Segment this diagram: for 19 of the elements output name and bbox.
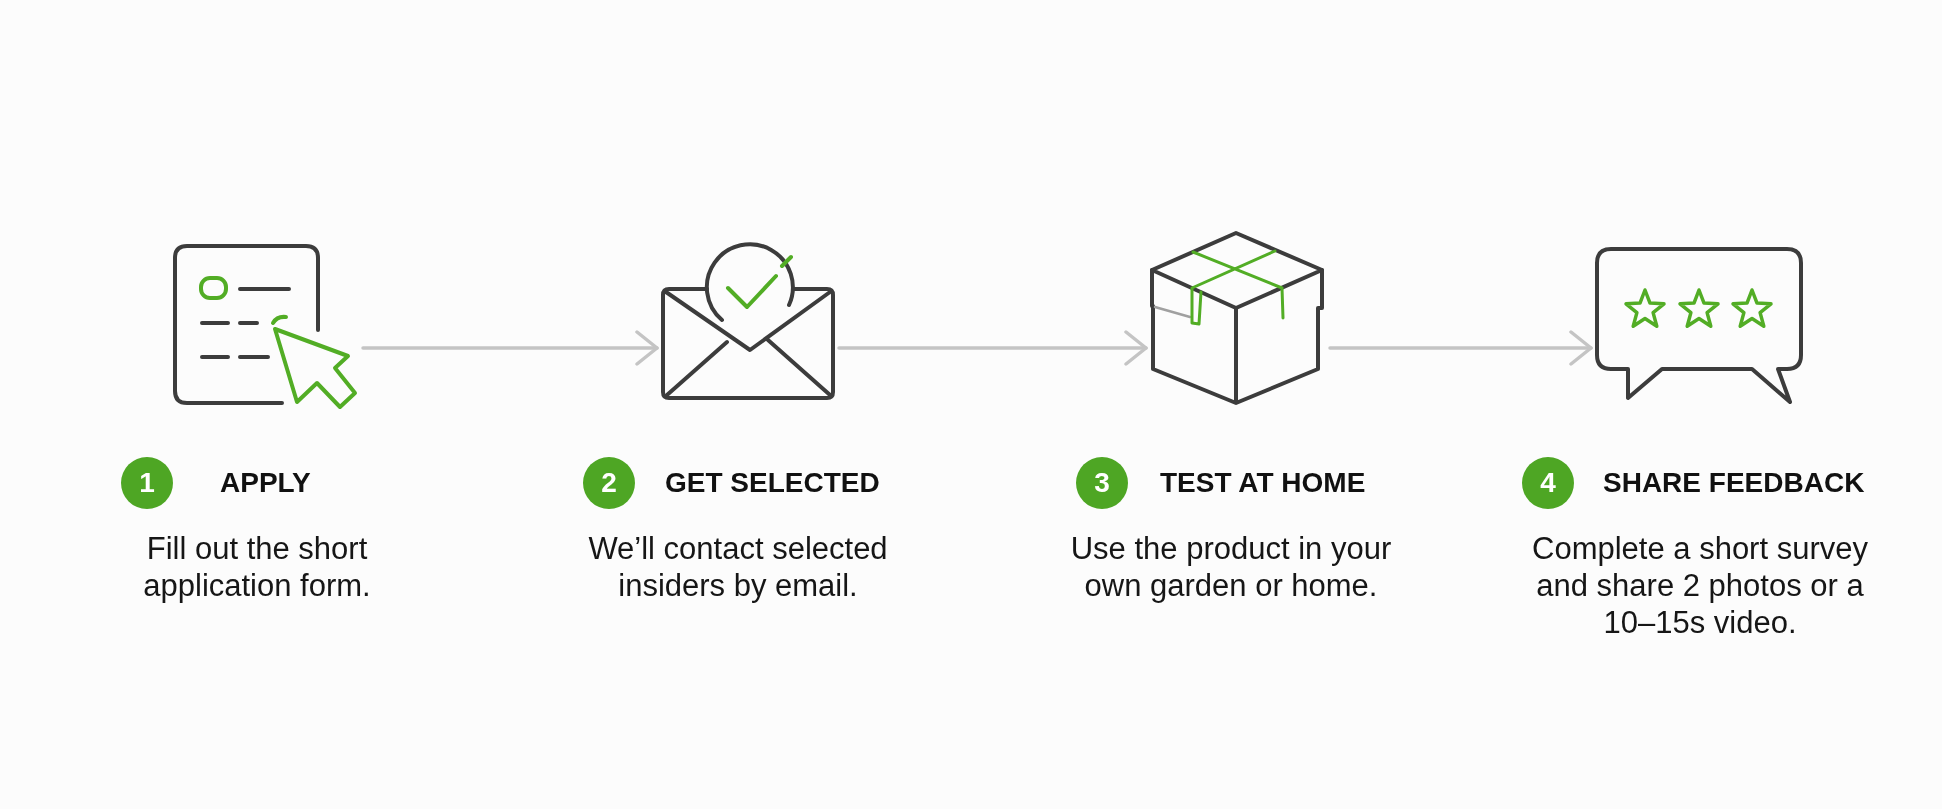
step-number-badge: 4 bbox=[1522, 457, 1574, 509]
step-description: Complete a short survey and share 2 photos or a 10–15s video. bbox=[1531, 530, 1869, 641]
step-title: SHARE FEEDBACK bbox=[1603, 466, 1865, 500]
step-description: We’ll contact selected insiders by email. bbox=[587, 530, 889, 604]
arrow bbox=[361, 330, 659, 366]
taped-box-icon bbox=[1149, 230, 1327, 407]
speech-bubble-stars-icon bbox=[1594, 246, 1805, 406]
step-number-badge: 2 bbox=[583, 457, 635, 509]
step-title: APPLY bbox=[220, 466, 311, 500]
step-title: TEST AT HOME bbox=[1160, 466, 1366, 500]
envelope-check-icon bbox=[660, 241, 836, 401]
step-number-badge: 1 bbox=[121, 457, 173, 509]
arrow bbox=[837, 330, 1148, 366]
step-description: Fill out the short application form. bbox=[142, 530, 372, 604]
step-description: Use the product in your own garden or home. bbox=[1069, 530, 1393, 604]
step-title: GET SELECTED bbox=[665, 466, 880, 500]
form-with-cursor-icon bbox=[172, 243, 360, 412]
step-number-badge: 3 bbox=[1076, 457, 1128, 509]
arrow bbox=[1328, 330, 1593, 366]
